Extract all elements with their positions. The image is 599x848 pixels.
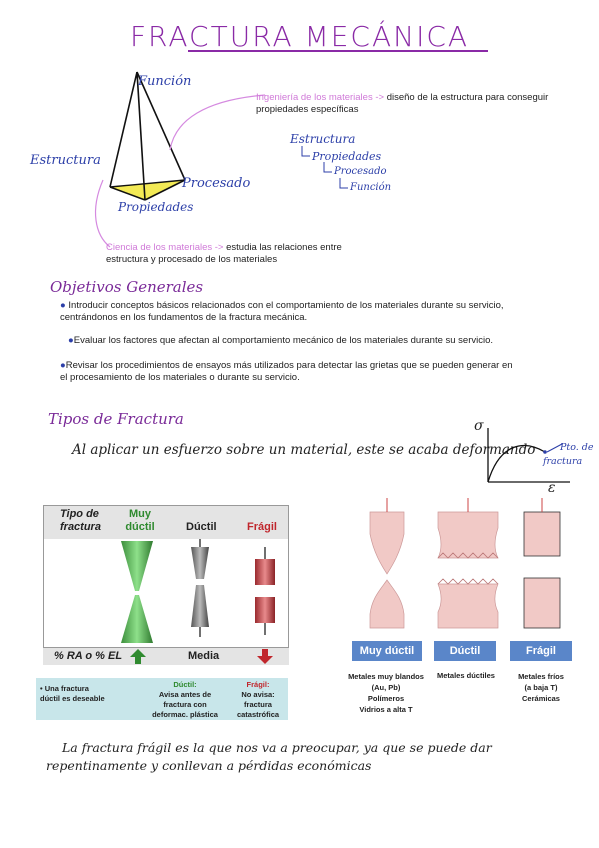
tipos-heading: Tipos de Fractura — [48, 410, 184, 428]
strip-desirable-a: • Una fractura — [40, 684, 89, 693]
chain-estructura: Estructura — [290, 132, 356, 146]
chain-propiedades: Propiedades — [312, 150, 382, 163]
strip-ductil-head: Dúctil: — [173, 680, 197, 689]
strip-ductil-c: deformac. plástica — [152, 710, 218, 719]
strip-fragil-b: fractura — [244, 700, 272, 709]
chain-arrows — [301, 146, 348, 189]
col-tipo-b: fractura — [60, 521, 101, 533]
info-strip — [36, 678, 288, 720]
ingenieria-label: Ingeniería de los materiales -> — [256, 92, 385, 103]
conclusion-line-1: La fractura frágil es la que nos va a pr… — [62, 740, 492, 755]
bullet-dot: ● — [60, 300, 66, 311]
objetivo-1-b: centrándonos en los fundamentos de la fr… — [60, 312, 308, 323]
label-propiedades: Propiedades — [118, 200, 194, 214]
stress-strain-sketch — [487, 428, 570, 483]
strip-desirable: • Una fractura dúctil es deseable — [40, 684, 105, 704]
chain-procesado: Procesado — [334, 166, 387, 177]
objetivo-2-text: Evaluar los factores que afectan al comp… — [73, 335, 494, 346]
ingenieria-text-b: propiedades específicas — [256, 104, 359, 115]
ex-fra-3: Cerámicas — [522, 694, 560, 703]
strip-fragil-head: Frágil: — [246, 680, 270, 689]
col-fragil: Frágil — [247, 521, 277, 533]
ex-fra-2: (a baja T) — [524, 683, 558, 692]
label-fragil: Frágil — [510, 641, 572, 661]
label-funcion: Función — [138, 74, 192, 89]
objetivo-1-a: Introducir conceptos básicos relacionado… — [68, 300, 504, 311]
epsilon-label: ε — [548, 480, 556, 496]
strip-ductil-a: Avisa antes de — [158, 690, 212, 699]
fracture-specimens — [121, 539, 275, 643]
col-ductil: Dúctil — [186, 521, 217, 533]
col-tipo-fractura: Tipo de fractura — [60, 508, 101, 534]
tipos-sentence: Al aplicar un esfuerzo sobre un material… — [72, 442, 536, 458]
ex-muy-3: Polímeros — [367, 694, 405, 703]
ex-muy-4: Vidrios a alta T — [359, 705, 413, 714]
table-bottom-bar — [43, 647, 289, 665]
ciencia-text-a: estudia las relaciones entre — [223, 242, 342, 253]
objetivo-3-b: el procesamiento de los materiales o dur… — [60, 372, 300, 383]
ingenieria-definition: Ingeniería de los materiales -> diseño d… — [256, 92, 586, 116]
conclusion-line-2: repentinamente y conllevan a pérdidas ec… — [46, 758, 372, 773]
arrow-down-icon — [257, 649, 273, 664]
ductil-examples: Metales dúctiles — [437, 671, 495, 680]
col-tipo-a: Tipo de — [60, 508, 99, 520]
bullet-dot: ● — [68, 335, 74, 346]
label-ductil: Dúctil — [434, 641, 496, 661]
ex-muy-1: Metales muy blandos — [348, 672, 424, 681]
fracture-surfaces — [369, 498, 561, 629]
media-label: Media — [188, 650, 220, 662]
strip-fragil-a: No avisa: — [241, 690, 275, 699]
strip-fragil: Frágil: No avisa: fractura catastrófica — [230, 680, 286, 720]
arrow-up-icon — [130, 649, 146, 664]
fracture-point-label-2: fractura — [543, 456, 583, 467]
col-muy-b: dúctil — [125, 521, 155, 533]
ra-el-label: % RA o % EL — [54, 650, 123, 662]
strip-ductil: Dúctil: Avisa antes de fractura con defo… — [148, 680, 222, 720]
table-header-bar — [43, 505, 289, 539]
page-title: FRACTURA MECÁNICA — [129, 20, 470, 53]
sigma-label: σ — [474, 418, 484, 434]
label-estructura: Estructura — [30, 153, 101, 168]
label-muy-ductil: Muy dúctil — [352, 641, 422, 661]
objetivo-1: ● Introducir conceptos básicos relaciona… — [60, 300, 580, 324]
strip-ductil-b: fractura con — [163, 700, 207, 709]
bullet-dot: ● — [60, 360, 66, 371]
col-muy-ductil: Muy dúctil — [122, 508, 158, 534]
ciencia-text-b: estructura y procesado de los materiales — [106, 254, 278, 265]
objetivos-heading: Objetivos Generales — [50, 278, 204, 296]
strip-desirable-b: dúctil es deseable — [40, 694, 105, 703]
ciencia-label: Ciencia de los materiales -> — [106, 242, 224, 253]
fracture-point-label-1: Pto. de — [560, 442, 594, 453]
col-muy-a: Muy — [129, 508, 151, 520]
chain-funcion: Función — [350, 182, 392, 193]
label-procesado: Procesado — [182, 176, 251, 191]
materials-tetrahedron — [95, 71, 265, 248]
ingenieria-text-a: diseño de la estructura para conseguir — [384, 92, 549, 103]
fragil-examples: Metales fríos (a baja T) Cerámicas — [506, 671, 576, 704]
ex-fra-1: Metales fríos — [518, 672, 564, 681]
strip-fragil-c: catastrófica — [236, 710, 280, 719]
title-underline — [188, 50, 488, 52]
objetivo-3-a: Revisar los procedimientos de ensayos má… — [65, 360, 513, 371]
objetivo-2: ●Evaluar los factores que afectan al com… — [68, 335, 588, 347]
muy-ductil-examples: Metales muy blandos (Au, Pb) Polímeros V… — [326, 671, 446, 715]
ex-muy-2: (Au, Pb) — [371, 683, 401, 692]
ciencia-definition: Ciencia de los materiales -> estudia las… — [106, 242, 436, 266]
objetivo-3: ●Revisar los procedimientos de ensayos m… — [60, 360, 580, 384]
